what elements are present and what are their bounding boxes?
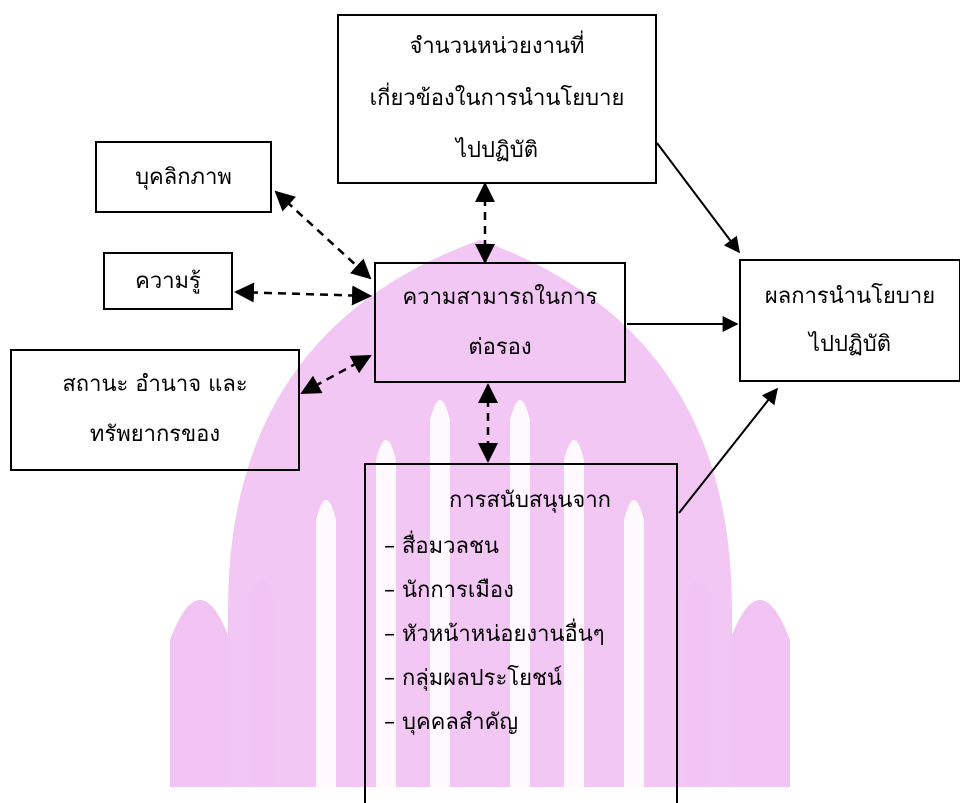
negotiation-line-2: ต่อรอง xyxy=(468,334,532,360)
support-item: – บุคคลสำคัญ xyxy=(384,710,519,735)
support-title: การสนับสนุนจาก xyxy=(449,488,611,513)
result-line-1: ผลการนำนโยบาย xyxy=(764,283,936,309)
implementation-result-box: ผลการนำนโยบาย ไปปฏิบัติ xyxy=(739,259,960,382)
units-line-2: เกี่ยวข้องในการนำนโยบาย xyxy=(369,86,625,111)
support-item: – สื่อมวลชน xyxy=(384,534,499,559)
support-item: – หัวหน้าหน่อยงานอื่นๆ xyxy=(384,622,605,647)
support-box: การสนับสนุนจาก – สื่อมวลชน – นักการเมือง… xyxy=(364,463,678,803)
status-line-1: สถานะ อำนาจ และ xyxy=(62,372,248,397)
personality-label: บุคลิกภาพ xyxy=(135,164,232,190)
status-line-2: ทรัพยากรของ xyxy=(89,422,221,447)
arrow-units-result xyxy=(656,142,740,254)
personality-box: บุคลิกภาพ xyxy=(95,141,272,213)
status-power-resources-box: สถานะ อำนาจ และ ทรัพยากรของ xyxy=(10,349,300,471)
support-item: – นักการเมือง xyxy=(384,578,514,603)
support-list: – สื่อมวลชน – นักการเมือง – หัวหน้าหน่อย… xyxy=(366,525,676,745)
knowledge-box: ความรู้ xyxy=(103,252,233,310)
units-line-3: ไปปฏิบัติ xyxy=(455,138,539,163)
units-line-1: จำนวนหน่วยงานที่ xyxy=(409,34,585,59)
negotiation-line-1: ความสามารถในการ xyxy=(402,284,598,310)
knowledge-label: ความรู้ xyxy=(135,268,201,294)
support-item: – กลุ่มผลประโยชน์ xyxy=(384,666,562,691)
result-line-2: ไปปฏิบัติ xyxy=(808,331,892,357)
arrow-personality-negotiation xyxy=(274,190,372,280)
arrow-knowledge-negotiation xyxy=(234,282,372,306)
arrow-support-result xyxy=(678,387,778,514)
negotiation-ability-box: ความสามารถในการ ต่อรอง xyxy=(374,262,626,383)
arrow-status-negotiation xyxy=(300,354,372,395)
units-involved-box: จำนวนหน่วยงานที่ เกี่ยวข้องในการนำนโยบาย… xyxy=(337,14,657,184)
